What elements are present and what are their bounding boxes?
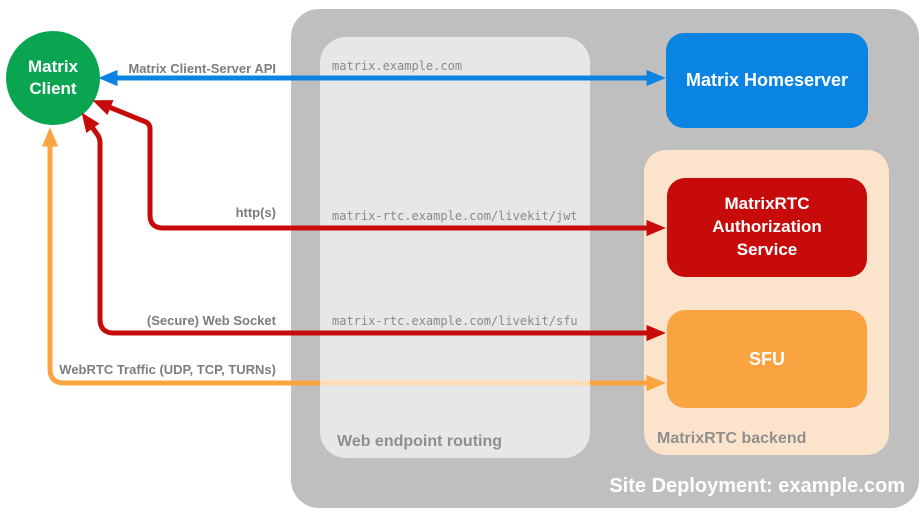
websocket-arrow-label: (Secure) Web Socket [146,313,276,328]
site-deployment-label: Site Deployment: example.com [609,475,905,497]
endpoint-livekit-jwt: matrix-rtc.example.com/livekit/jwt [332,209,578,223]
https-arrow-label: http(s) [235,205,276,220]
matrixrtc-auth-service-label: MatrixRTC Authorization Service [712,194,822,259]
matrix-client-label-line1: Matrix [27,56,79,76]
webrtc-traffic-arrow-label: WebRTC Traffic (UDP, TCP, TURNs) [59,362,276,377]
sfu-label: SFU [749,348,785,369]
client-server-api-arrow-label: Matrix Client-Server API [128,61,276,76]
web-endpoint-routing-label: Web endpoint routing [337,433,503,450]
matrix-homeserver-label: Matrix Homeserver [685,70,849,90]
sfu-node: SFU [667,310,867,408]
matrixrtc-backend-label: MatrixRTC backend [657,430,807,447]
matrixrtc-auth-service-node: MatrixRTC Authorization Service [667,178,867,277]
endpoint-matrix-example-com: matrix.example.com [332,59,463,73]
web-endpoint-routing-container: Web endpoint routing [320,37,590,458]
matrix-homeserver-node: Matrix Homeserver [666,33,868,128]
matrix-client-label-line2: Client [29,79,77,98]
matrix-client-node: Matrix Client [6,31,100,125]
endpoint-livekit-sfu: matrix-rtc.example.com/livekit/sfu [332,314,578,328]
